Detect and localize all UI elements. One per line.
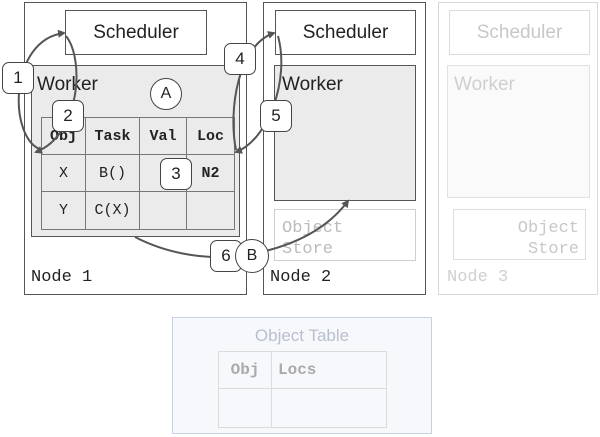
node-2-scheduler: Scheduler [275,10,416,55]
node-3-scheduler: Scheduler [449,10,590,55]
node-3-store-line-1: Object [517,219,579,238]
node-1-worker-label: Worker [37,74,98,95]
table-cell [186,191,235,230]
object-table-cell [271,388,387,428]
node-2-label: Node 2 [270,268,332,287]
node-3-worker [447,65,590,198]
node-1-scheduler-label: Scheduler [93,21,179,43]
object-table [172,317,432,434]
task-table: Obj Task Val Loc X B() N2 Y C(X) [41,117,235,230]
node-3-label: Node 3 [447,268,509,287]
node-2-object-store: Object Store [274,209,416,261]
task-circle-b: B [235,239,269,273]
task-circle-a: A [150,78,182,110]
arrow-step-4 [232,31,276,151]
node-3-object-store: Object Store [453,209,586,260]
step-badge-5: 5 [260,100,292,132]
node-2-store-line-2: Store [282,240,334,259]
node-3-worker-label: Worker [454,74,515,95]
node-1-scheduler: Scheduler [65,10,207,55]
step-badge-4: 4 [224,43,256,75]
node-2-worker [274,65,416,201]
object-table-title: Object Table [254,326,350,345]
arrow-step-2 [34,35,78,154]
step-badge-3: 3 [160,158,192,190]
step-badge-2: 2 [52,100,84,132]
node-1-label: Node 1 [31,268,93,287]
step-badge-1: 1 [2,62,34,94]
node-3-store-line-2: Store [527,240,579,259]
node-2-worker-label: Worker [282,74,343,95]
node-2-scheduler-label: Scheduler [302,21,389,43]
node-2-store-line-1: Object [282,219,344,238]
node-3-scheduler-label: Scheduler [476,21,563,43]
